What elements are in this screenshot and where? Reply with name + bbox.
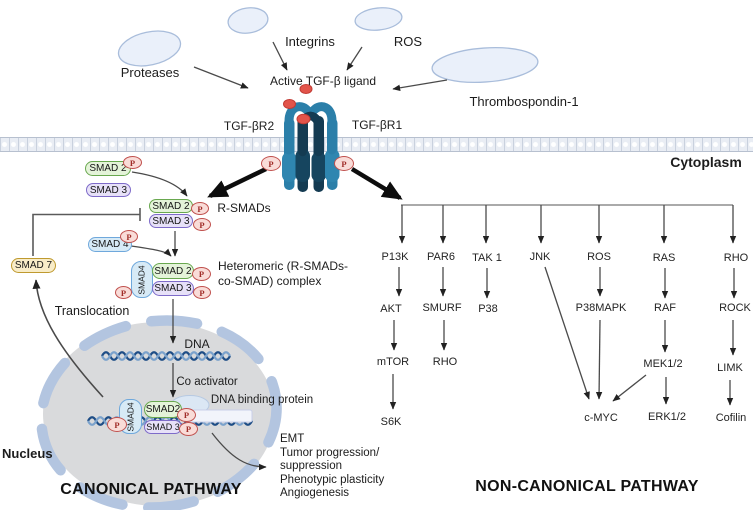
integrins-label: Integrins <box>285 34 335 49</box>
phosphate-badge: P <box>193 218 211 231</box>
node-tak1: TAK 1 <box>472 252 502 264</box>
arrow-proteases-ligand <box>193 66 249 89</box>
phosphate-badge: P <box>193 286 211 299</box>
heteromeric-label-line1: Heteromeric (R-SMADs- <box>218 259 349 273</box>
outcome-phenotypic-plasticity: Phenotypic plasticity <box>280 473 385 486</box>
arrow-smad4-to-complex <box>130 245 172 257</box>
outcome-suppression: suppression <box>280 460 343 472</box>
tgfbr2-label: TGF-βR2 <box>223 119 275 133</box>
ros-stimulus-label: ROS <box>393 34 423 49</box>
co-activator-label: Co activator <box>176 376 238 388</box>
node-par6: PAR6 <box>427 251 455 263</box>
ligand-dots <box>283 84 313 125</box>
r-smads-label: R-SMADs <box>217 201 271 215</box>
outcome-emt: EMT <box>280 433 305 445</box>
arrow-thrombospondin-ligand <box>392 79 448 92</box>
phosphate-badge: P <box>334 156 354 171</box>
nuclear-smad3-pill: SMAD 3 <box>144 420 182 434</box>
arrows <box>32 41 738 471</box>
arrow-mek-cmyc <box>612 374 647 402</box>
node-s6k: S6K <box>380 416 402 428</box>
dna-helix-upper <box>100 351 232 361</box>
integrins-blob <box>227 7 269 34</box>
smad7-pill: SMAD 7 <box>11 258 56 273</box>
phosphate-badge: P <box>123 156 142 169</box>
arrow-jnk-cmyc <box>544 266 590 400</box>
rsmads-smad3-pill: SMAD 3 <box>149 214 193 228</box>
nuclear-envelope <box>36 315 282 510</box>
node-p38mapk: P38MAPK <box>575 302 627 314</box>
phosphate-badge: P <box>115 286 132 299</box>
phosphate-badge: P <box>179 422 198 436</box>
node-raf: RAF <box>654 302 676 314</box>
proteases-blob <box>117 30 182 67</box>
node-rock: ROCK <box>719 302 751 314</box>
outcome-angiogenesis: Angiogenesis <box>280 487 350 499</box>
complex-smad4-pill: SMAD4 <box>131 261 153 298</box>
smad3-free-pill: SMAD 3 <box>86 183 131 197</box>
translocation-label: Translocation <box>54 304 130 318</box>
node-mtor: mTOR <box>376 356 410 368</box>
cytoplasm-label: Cytoplasm <box>670 154 742 170</box>
arrow-integrins-ligand <box>272 41 288 71</box>
complex-smad3-pill: SMAD 3 <box>152 281 194 296</box>
outcome-tumor-progression: Tumor progression/ <box>280 446 380 459</box>
dna-binding-protein-label: DNA binding protein <box>210 394 314 406</box>
node-ros: ROS <box>587 251 611 263</box>
node-akt: AKT <box>380 303 402 315</box>
proteases-label: Proteases <box>120 65 180 80</box>
node-ras: RAS <box>652 252 676 264</box>
canonical-pathway-title: CANONICAL PATHWAY <box>60 481 242 498</box>
node-cofilin: Cofilin <box>715 412 747 424</box>
phosphate-badge: P <box>120 230 138 243</box>
tgfbr1-label: TGF-βR1 <box>351 118 403 132</box>
phosphate-badge: P <box>177 408 196 422</box>
smad4-free-pill: SMAD 4 <box>88 237 132 252</box>
phosphate-badge: P <box>191 202 209 215</box>
inhibition-smad7-rsmads <box>32 208 141 256</box>
active-ligand-label: Active TGF-β ligand <box>269 74 377 88</box>
arrow-receptor-noncanonical <box>350 167 403 200</box>
node-p13k: P13K <box>381 251 409 263</box>
phosphate-badge: P <box>107 417 127 432</box>
node-jnk: JNK <box>529 251 551 263</box>
node-erk12: ERK1/2 <box>648 411 686 423</box>
thrombospondin-label: Thrombospondin-1 <box>469 94 579 109</box>
arrow-ros-ligand <box>346 46 363 71</box>
node-cmyc: c-MYC <box>584 412 618 424</box>
receptor-output-arrows <box>207 166 403 200</box>
dna-label: DNA <box>184 337 210 351</box>
node-p38: P38 <box>478 303 498 315</box>
complex-smad4-text: SMAD4 <box>137 264 148 295</box>
ros-blob <box>354 7 403 31</box>
node-limk: LIMK <box>717 362 743 374</box>
node-smurf: SMURF <box>422 302 462 314</box>
phosphate-badge: P <box>261 156 281 171</box>
rsmads-smad2-pill: SMAD 2 <box>149 199 193 213</box>
plasma-membrane <box>0 137 753 152</box>
node-rho-branch: RHO <box>723 252 749 264</box>
arrow-p38mapk-cmyc <box>595 319 603 400</box>
thrombospondin-blob <box>431 46 539 84</box>
noncanonical-pathway-title: NON-CANONICAL PATHWAY <box>475 478 699 495</box>
arrow-receptor-canonical <box>207 166 267 199</box>
complex-smad2-pill: SMAD 2 <box>152 263 194 279</box>
heteromeric-label-line2: co-SMAD) complex <box>218 274 322 288</box>
pathway-outcomes: EMT Tumor progression/ suppression Pheno… <box>280 433 384 501</box>
stimulus-blobs <box>117 7 539 84</box>
arrow-translocation <box>32 279 104 398</box>
arrow-smad2-to-rsmads <box>131 171 188 197</box>
tgf-beta-receptor <box>282 102 340 192</box>
node-rho-effector: RHO <box>432 356 458 368</box>
phosphate-badge: P <box>192 267 211 281</box>
nucleus-label: Nucleus <box>2 446 53 461</box>
nuclear-smad4-text: SMAD4 <box>125 401 136 432</box>
arrow-to-outcomes <box>211 432 267 471</box>
node-mek12: MEK1/2 <box>643 358 683 370</box>
